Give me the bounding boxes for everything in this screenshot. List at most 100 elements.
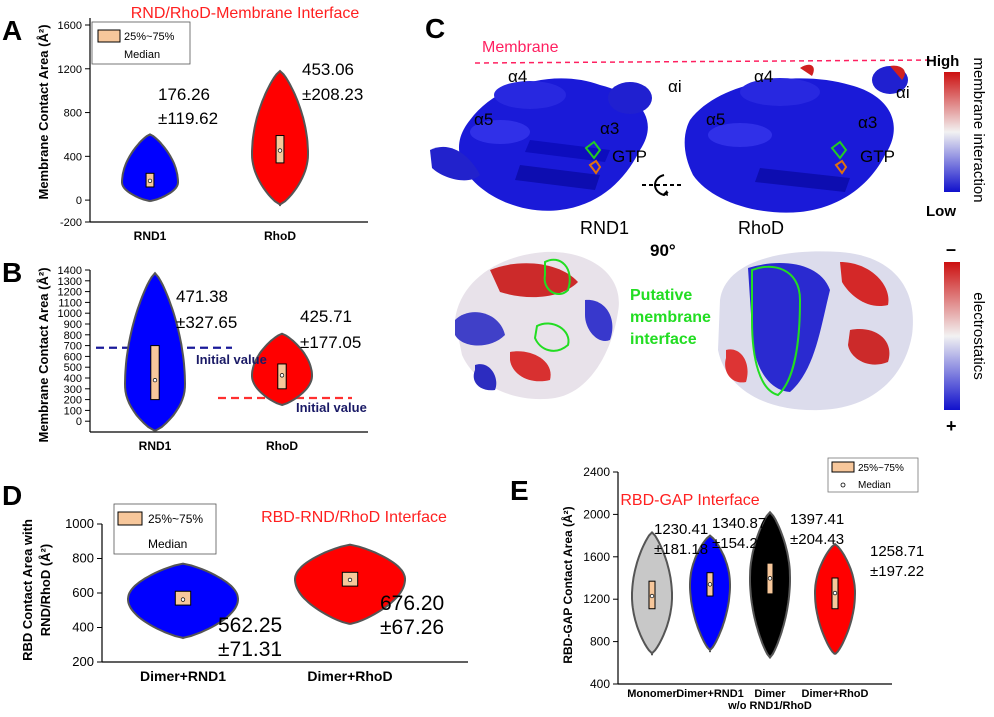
iqr-box: [150, 345, 160, 401]
panel-a-annot-rhod-sd: ±208.23: [302, 85, 363, 104]
xtick-label: Dimer+RhoD: [802, 688, 869, 700]
panel-d-annot-rhod-sd: ±67.26: [380, 616, 444, 639]
rnd1-surface: [455, 251, 619, 400]
ytick-label: 1600: [58, 20, 82, 32]
electrostatics-colorbar: [944, 262, 960, 410]
panel-e-annot-rhod-sd: ±197.22: [870, 563, 924, 580]
rnd1-gtp-label: GTP: [612, 147, 647, 166]
ytick-label: 2400: [583, 465, 610, 479]
rhod-surface: [718, 251, 913, 411]
panel-b-annot-rhod-mean: 425.71: [300, 307, 352, 326]
membrane-label: Membrane: [482, 39, 559, 56]
panel-d-ylabel-line2: RND/RhoD (Å²): [38, 544, 53, 636]
xtick-label: RhoD: [264, 229, 296, 243]
ytick-label: 1200: [583, 592, 610, 606]
putative-interface-line3: interface: [630, 331, 697, 348]
rnd1-name: RND1: [580, 218, 629, 238]
ytick-label: 400: [64, 151, 82, 163]
membrane-interaction-colorbar: [944, 72, 960, 192]
median-marker: [180, 597, 186, 602]
panel-a-title: RND/RhoD-Membrane Interface: [131, 5, 360, 22]
ytick-label: 1000: [58, 308, 82, 320]
median-marker: [147, 178, 153, 183]
panel-d-chart: RBD-RND/RhoD Interface RBD Contact Area …: [20, 503, 468, 684]
ytick-label: 600: [72, 585, 94, 600]
panel-c-structures: Membrane α4 αi α5 α3 GTP RND1 90°: [430, 39, 987, 436]
ytick-label: 800: [64, 108, 82, 120]
ytick-label: 0: [76, 195, 82, 207]
median-marker: [152, 378, 158, 383]
panel-b-annot-rnd1-mean: 471.38: [176, 287, 228, 306]
rhod-name: RhoD: [738, 218, 784, 238]
putative-interface-line1: Putative: [630, 287, 692, 304]
ytick-label: 1300: [58, 276, 82, 288]
panel-letter-e: E: [510, 475, 529, 506]
rhod-gtp-icon: [830, 140, 848, 175]
panel-d-legend-box-swatch: [117, 511, 143, 526]
rnd1-helix-a3: α3: [600, 119, 619, 138]
xtick-sublabel: w/o RND1/RhoD: [727, 700, 812, 712]
panel-b-annot-rnd1-sd: ±327.65: [176, 313, 237, 332]
ytick-label: 1100: [58, 297, 82, 309]
xtick-label: Dimer: [754, 688, 786, 700]
median-marker: [347, 577, 353, 583]
panel-d-legend-iqr: 25%~75%: [148, 512, 203, 526]
ytick-label: 700: [64, 341, 82, 353]
ytick-label: 900: [64, 319, 82, 331]
median-marker: [277, 148, 283, 153]
ytick-label: 800: [72, 551, 94, 566]
panel-letter-b: B: [2, 257, 22, 288]
rnd1-helix-ai: αi: [668, 77, 682, 96]
panel-e-title: RBD-GAP Interface: [620, 492, 759, 509]
panel-a-annot-rnd1-sd: ±119.62: [158, 109, 218, 128]
ytick-label: 2000: [583, 507, 610, 521]
panel-a-annot-rnd1-mean: 176.26: [158, 85, 210, 104]
membrane-scale-high: High: [926, 53, 959, 70]
ytick-label: 600: [64, 351, 82, 363]
rhod-helix-a5: α5: [706, 110, 725, 129]
rhod-gtp-label: GTP: [860, 147, 895, 166]
median-marker: [707, 582, 713, 587]
panel-a-legend-box-swatch: [97, 29, 121, 43]
panel-d-legend-median: Median: [148, 537, 187, 551]
panel-e-chart: RBD-GAP Interface RBD-GAP Contact Area (…: [560, 457, 924, 712]
median-marker: [832, 590, 838, 596]
panel-b-ylabel: Membrane Contact Area (Å²): [36, 267, 51, 442]
ytick-label: 400: [64, 373, 82, 385]
ytick-label: -200: [60, 217, 82, 229]
panel-e-annot-rnd1-mean: 1340.87: [712, 515, 766, 532]
panel-e-annot-rhod-mean: 1258.71: [870, 543, 924, 560]
rotation-arrow-icon: [642, 174, 684, 197]
panel-e-annot-rnd1-sd: ±154.27: [712, 535, 766, 552]
panel-b-annot-rhod-sd: ±177.05: [300, 333, 361, 352]
rnd1-helix-a4: α4: [508, 67, 527, 86]
ytick-label: 0: [76, 416, 82, 428]
panel-d-annot-rnd1-mean: 562.25: [218, 614, 282, 637]
ytick-label: 100: [64, 405, 82, 417]
ytick-label: 1000: [65, 516, 94, 531]
panel-e-annot-monomer-sd: ±181.18: [654, 541, 708, 558]
panel-letter-c: C: [425, 13, 445, 44]
panel-b-initial-label-rnd1: Initial value: [196, 352, 267, 367]
ytick-label: 200: [72, 654, 94, 669]
panel-b-initial-label-rhod: Initial value: [296, 400, 367, 415]
rnd1-cartoon: [430, 78, 652, 211]
panel-d-title: RBD-RND/RhoD Interface: [261, 509, 447, 526]
panel-letter-a: A: [2, 15, 22, 46]
rnd1-gtp-icon: [584, 140, 602, 175]
panel-e-annot-dimer-sd: ±204.43: [790, 531, 844, 548]
panel-e-annot-dimer-mean: 1397.41: [790, 511, 844, 528]
membrane-scale-title: membrane interaction: [970, 57, 987, 202]
panel-d-annot-rnd1-sd: ±71.31: [218, 638, 282, 661]
xtick-label: Dimer+RhoD: [307, 668, 392, 684]
rnd1-helix-a5: α5: [474, 110, 493, 129]
ytick-label: 400: [72, 620, 94, 635]
median-marker: [767, 576, 773, 581]
panel-a-ylabel: Membrane Contact Area (Å²): [36, 24, 51, 199]
ytick-label: 500: [64, 362, 82, 374]
electrostatics-plus: +: [946, 416, 957, 436]
panel-e-ylabel: RBD-GAP Contact Area (Å²): [560, 506, 575, 663]
ytick-label: 800: [590, 635, 610, 649]
ytick-label: 200: [64, 395, 82, 407]
